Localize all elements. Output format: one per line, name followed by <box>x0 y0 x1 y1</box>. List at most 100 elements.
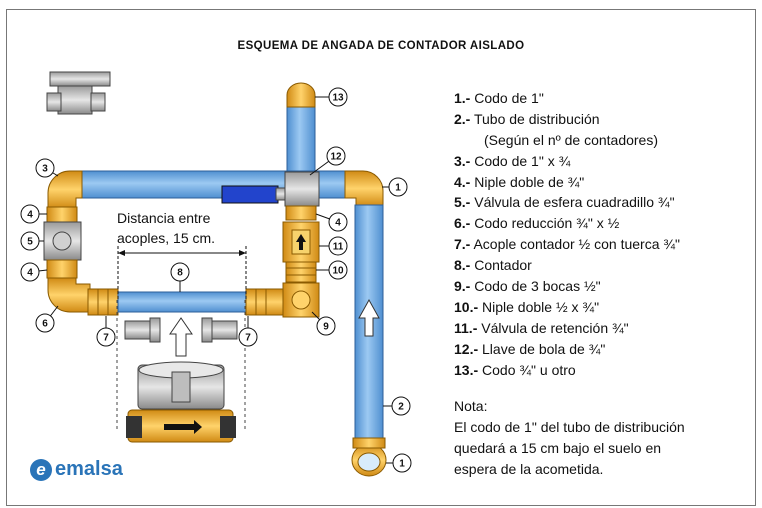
callout-circle <box>20 231 40 251</box>
legend-list: 1.- Codo de 1"2.- Tubo de distribución(S… <box>454 88 680 380</box>
legend-item-number: 7.- <box>454 236 471 253</box>
diagram-title: ESQUEMA DE ANGADA DE CONTADOR AISLADO <box>237 40 525 52</box>
callout-number: 7 <box>245 333 251 344</box>
ball-valve-5 <box>43 221 82 261</box>
distance-label: Distancia entre acoples, 15 cm. <box>117 208 215 248</box>
legend-item-text: Codo de 1" <box>474 90 544 106</box>
legend-item: 1.- Codo de 1" <box>454 88 680 109</box>
legend-item: 9.- Codo de 3 bocas ½" <box>454 276 680 297</box>
callout-number: 5 <box>27 237 33 248</box>
guide-lines <box>116 300 246 430</box>
legend-item-number: 8.- <box>454 257 471 274</box>
legend-item-text: Tubo de distribución <box>473 110 600 127</box>
callout-circle <box>35 313 55 333</box>
callout-circle <box>96 327 116 347</box>
legend-item-text: Acople contador ½ con tuerca ¾" <box>473 236 681 253</box>
legend-item-text: Contador <box>474 257 532 274</box>
legend-item: (Según el nº de contadores) <box>454 130 680 151</box>
tee-elbow-9 <box>282 282 320 318</box>
callout-10: 10 <box>316 260 348 280</box>
distance-label-line2: acoples, 15 cm. <box>117 230 216 246</box>
legend-item-number: 5.- <box>454 194 471 211</box>
logo-text: emalsa <box>55 458 123 480</box>
acople-7-right <box>245 288 284 316</box>
callout-circle <box>328 87 348 107</box>
coupling-loose-left <box>124 317 161 343</box>
legend-item-text: Llave de bola de ¾" <box>482 340 606 357</box>
callout-9: 9 <box>311 311 336 336</box>
callout-circle <box>170 262 190 282</box>
legend-item-text: Válvula de retención ¾" <box>481 319 629 336</box>
callout-1b: 1 <box>386 453 412 473</box>
callout-number: 4 <box>27 210 33 221</box>
callout-4c: 4 <box>315 212 348 232</box>
callout-8: 8 <box>170 262 190 292</box>
legend-item-text: Codo de 1" x ¾ <box>474 152 571 169</box>
distance-label-line1: Distancia entre <box>117 210 211 226</box>
legend-item: 13.- Codo ¾" u otro <box>454 360 680 381</box>
legend-item-text: Válvula de esfera cuadradillo ¾" <box>474 194 675 211</box>
legend-item-number: 3.- <box>454 152 471 169</box>
callout-number: 2 <box>398 402 404 413</box>
niple-4-left-lower <box>46 259 78 279</box>
insert-arrow <box>169 317 193 357</box>
callout-5: 5 <box>20 231 44 251</box>
legend-item-text: Codo reducción ¾" x ½ <box>474 215 620 232</box>
note-title: Nota: <box>454 398 488 414</box>
callout-1a: 1 <box>382 177 408 197</box>
note-line-1: El codo de 1" del tubo de distribución <box>454 419 685 435</box>
callout-circle <box>328 212 348 232</box>
callout-number: 7 <box>103 333 109 344</box>
emalsa-logo: e emalsa <box>30 458 123 481</box>
legend-item: 3.- Codo de 1" x ¾ <box>454 151 680 172</box>
coupling-loose-right <box>201 317 238 343</box>
elbow-1-bottom <box>351 437 387 477</box>
callout-number: 11 <box>333 242 344 253</box>
callout-number: 9 <box>323 322 329 333</box>
callout-number: 13 <box>332 93 344 104</box>
callout-number: 10 <box>332 266 344 277</box>
note-line-3: espera de la acometida. <box>454 461 604 477</box>
legend-item-number: 10.- <box>454 298 479 315</box>
callout-circle <box>326 146 346 166</box>
legend-item: 2.- Tubo de distribución <box>454 109 680 130</box>
legend-item-number: 12.- <box>454 340 479 357</box>
legend-item: 4.- Niple doble de ¾" <box>454 172 680 193</box>
distribution-pipe-vertical <box>354 204 384 442</box>
callout-6: 6 <box>35 305 59 333</box>
callout-number: 6 <box>42 319 48 330</box>
legend-item-text: (Según el nº de contadores) <box>484 131 659 148</box>
callout-number: 4 <box>27 268 33 279</box>
water-meter <box>126 361 236 443</box>
callout-circle <box>20 262 40 282</box>
callout-2: 2 <box>383 396 411 416</box>
legend-item-text: Codo de 3 bocas ½" <box>474 278 601 295</box>
legend-item: 5.- Válvula de esfera cuadradillo ¾" <box>454 192 680 213</box>
elbow-3-left <box>47 170 83 209</box>
niple-4-right <box>285 205 317 221</box>
logo-mark-icon: e <box>30 458 52 481</box>
ball-valve-icon <box>46 71 111 115</box>
legend-item-number: 11.- <box>454 319 478 336</box>
legend-item: 8.- Contador <box>454 255 680 276</box>
callout-4b: 4 <box>20 262 48 282</box>
legend-item: 11.- Válvula de retención ¾" <box>454 318 680 339</box>
legend-item-number: 6.- <box>454 215 471 232</box>
legend-item-number: 1.- <box>454 90 471 106</box>
callout-11: 11 <box>319 236 348 256</box>
callout-circle <box>392 453 412 473</box>
callout-circle <box>391 396 411 416</box>
legend-item-number: 2.- <box>454 110 471 127</box>
callout-12: 12 <box>309 146 346 176</box>
callout-number: 1 <box>399 459 405 470</box>
check-valve-11 <box>282 221 320 263</box>
legend-item: 12.- Llave de bola de ¾" <box>454 339 680 360</box>
dimension-line <box>117 246 247 300</box>
niple-4-left-upper <box>46 206 78 223</box>
callout-number: 4 <box>335 218 341 229</box>
callout-circle <box>328 260 348 280</box>
callout-circle <box>316 316 336 336</box>
callout-circle <box>35 158 55 178</box>
elbow-6 <box>47 277 91 313</box>
